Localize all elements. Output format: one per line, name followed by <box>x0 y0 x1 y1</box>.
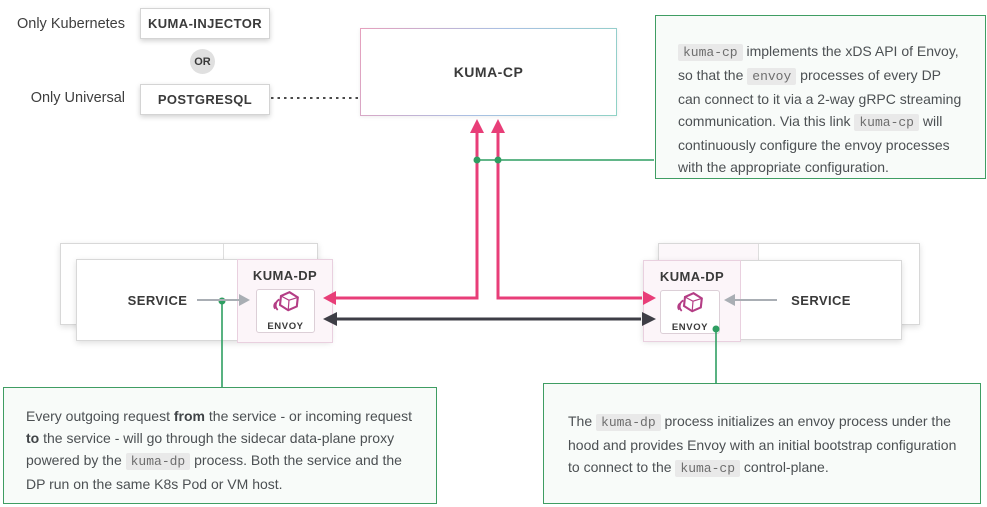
kuma-dp-label-right: KUMA-DP <box>659 269 725 284</box>
only-universal-label: Only Universal <box>30 90 125 106</box>
postgresql-node: POSTGRESQL <box>140 84 270 115</box>
kuma-dp-box-left: KUMA-DP ENVOY <box>237 259 333 343</box>
envoy-box-right: ENVOY <box>660 290 720 334</box>
green-leader-top <box>473 156 654 164</box>
only-kubernetes-label: Only Kubernetes <box>16 16 125 32</box>
service-label-left: SERVICE <box>127 292 188 308</box>
note-bootstrap: The kuma-dp process initializes an envoy… <box>543 383 981 504</box>
kuma-cp-label: KUMA-CP <box>453 64 524 80</box>
pink-arrow-left-envoy-cp <box>323 119 484 305</box>
or-badge-label: OR <box>194 55 211 68</box>
kuma-cp-node: KUMA-CP <box>360 28 617 116</box>
postgresql-label: POSTGRESQL <box>157 92 253 107</box>
or-badge: OR <box>190 49 215 74</box>
envoy-logo-icon <box>271 290 301 320</box>
service-card-left: SERVICE KUMA-DP ENVOY <box>76 259 333 343</box>
note-xds-api: kuma-cp implements the xDS API of Envoy,… <box>655 15 986 179</box>
kuma-injector-label: KUMA-INJECTOR <box>147 16 263 31</box>
kuma-dp-label-left: KUMA-DP <box>252 268 318 283</box>
black-arrow-envoy-envoy <box>323 312 656 326</box>
note-sidecar-proxy: Every outgoing request from the service … <box>3 387 437 504</box>
envoy-box-left: ENVOY <box>256 289 315 333</box>
envoy-label-right: ENVOY <box>671 322 709 333</box>
kuma-injector-node: KUMA-INJECTOR <box>140 8 270 39</box>
envoy-label-left: ENVOY <box>267 321 304 332</box>
kuma-dp-box-right: KUMA-DP ENVOY <box>643 260 741 342</box>
service-label-right: SERVICE <box>791 292 851 308</box>
envoy-logo-icon <box>675 291 705 321</box>
service-card-right: KUMA-DP ENVOY SERVICE <box>643 260 902 342</box>
pink-arrow-right-envoy-cp <box>491 119 656 305</box>
